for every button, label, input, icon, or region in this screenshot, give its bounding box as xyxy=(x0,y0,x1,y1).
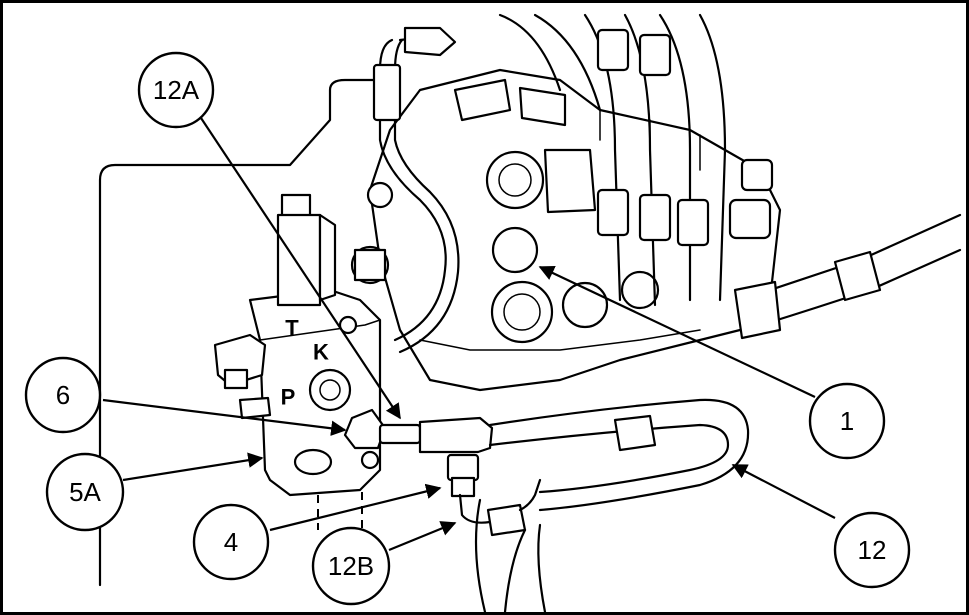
manifold-block-5A: T K P xyxy=(213,193,382,530)
leader-12B xyxy=(388,521,457,552)
callout-1-label: 1 xyxy=(840,406,854,436)
hose-12A xyxy=(372,26,460,354)
leader-12A xyxy=(200,117,401,420)
callout-1: 1 xyxy=(808,382,886,460)
callout-12A-label: 12A xyxy=(153,75,200,105)
leader-6 xyxy=(102,398,347,436)
tee-fitting-4 xyxy=(446,453,492,524)
hose-12B xyxy=(474,478,547,614)
leader-5A xyxy=(122,452,264,482)
leader-lines xyxy=(102,117,836,552)
leader-12 xyxy=(731,464,836,519)
port-label-t: T xyxy=(285,316,299,341)
leader-1 xyxy=(538,265,816,398)
callout-12B-label: 12B xyxy=(328,551,374,581)
callout-12A: 12A xyxy=(137,51,215,129)
leader-4 xyxy=(269,483,442,532)
callout-12: 12 xyxy=(833,511,911,589)
callout-12B: 12B xyxy=(311,526,391,606)
callout-12-label: 12 xyxy=(858,535,887,565)
port-label-p: P xyxy=(281,385,296,410)
callout-6: 6 xyxy=(24,356,102,434)
port-label-k: K xyxy=(313,340,329,365)
control-valve-bank xyxy=(350,68,782,392)
fitting-6 xyxy=(343,408,422,450)
valve-hoses xyxy=(498,13,962,340)
hose-12 xyxy=(418,398,750,512)
mounting-plate-outline xyxy=(98,78,382,587)
callout-4: 4 xyxy=(192,503,270,581)
callout-5A-label: 5A xyxy=(69,477,101,507)
callout-5A: 5A xyxy=(45,452,125,532)
callout-4-label: 4 xyxy=(224,527,238,557)
callout-6-label: 6 xyxy=(56,380,70,410)
